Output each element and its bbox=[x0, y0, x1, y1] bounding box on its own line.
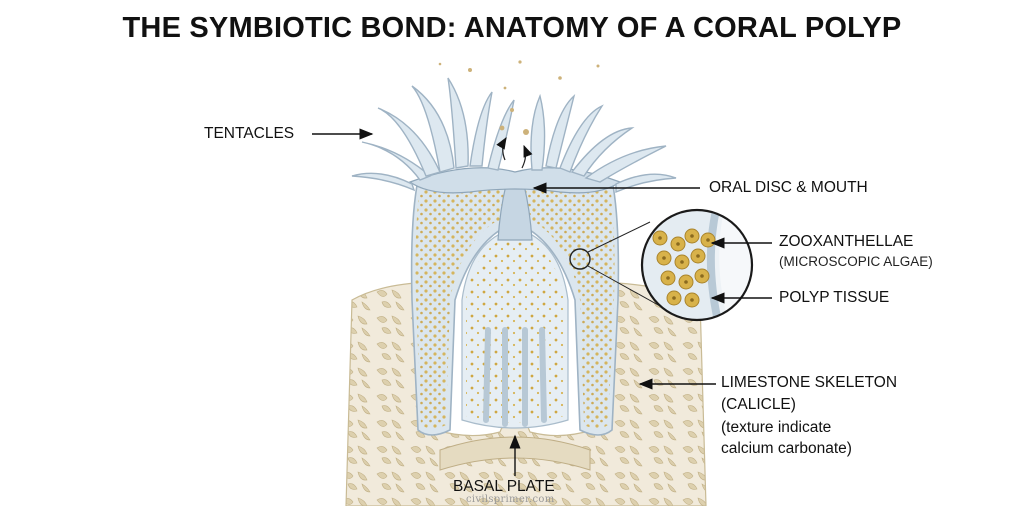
label-zooxanthellae-sub: (MICROSCOPIC ALGAE) bbox=[779, 254, 933, 269]
label-skeleton-line1: LIMESTONE SKELETON bbox=[721, 374, 898, 391]
tentacles bbox=[351, 77, 677, 194]
label-basal-plate: BASAL PLATE bbox=[453, 478, 555, 495]
feeding-arrow-icon bbox=[521, 144, 533, 169]
label-skeleton-line3: (texture indicate bbox=[721, 419, 832, 436]
label-oral-disc: ORAL DISC & MOUTH bbox=[709, 179, 868, 196]
zoom-connector-line bbox=[587, 265, 661, 307]
label-skeleton-line4: calcium carbonate) bbox=[721, 440, 852, 457]
zoom-source-circle bbox=[569, 248, 591, 270]
polyp-body bbox=[410, 179, 620, 436]
feeding-arrow-icon bbox=[496, 136, 507, 161]
label-skeleton-line2: (CALICLE) bbox=[721, 396, 796, 413]
zoom-connector-line bbox=[587, 221, 651, 253]
label-tentacles: TENTACLES bbox=[204, 125, 295, 142]
watermark: civilsprimer.com bbox=[466, 494, 555, 505]
page-title: THE SYMBIOTIC BOND: ANATOMY OF A CORAL P… bbox=[122, 12, 902, 44]
label-polyp-tissue: POLYP TISSUE bbox=[779, 289, 890, 306]
label-zooxanthellae: ZOOXANTHELLAE bbox=[779, 233, 914, 250]
food-particles bbox=[438, 60, 600, 135]
